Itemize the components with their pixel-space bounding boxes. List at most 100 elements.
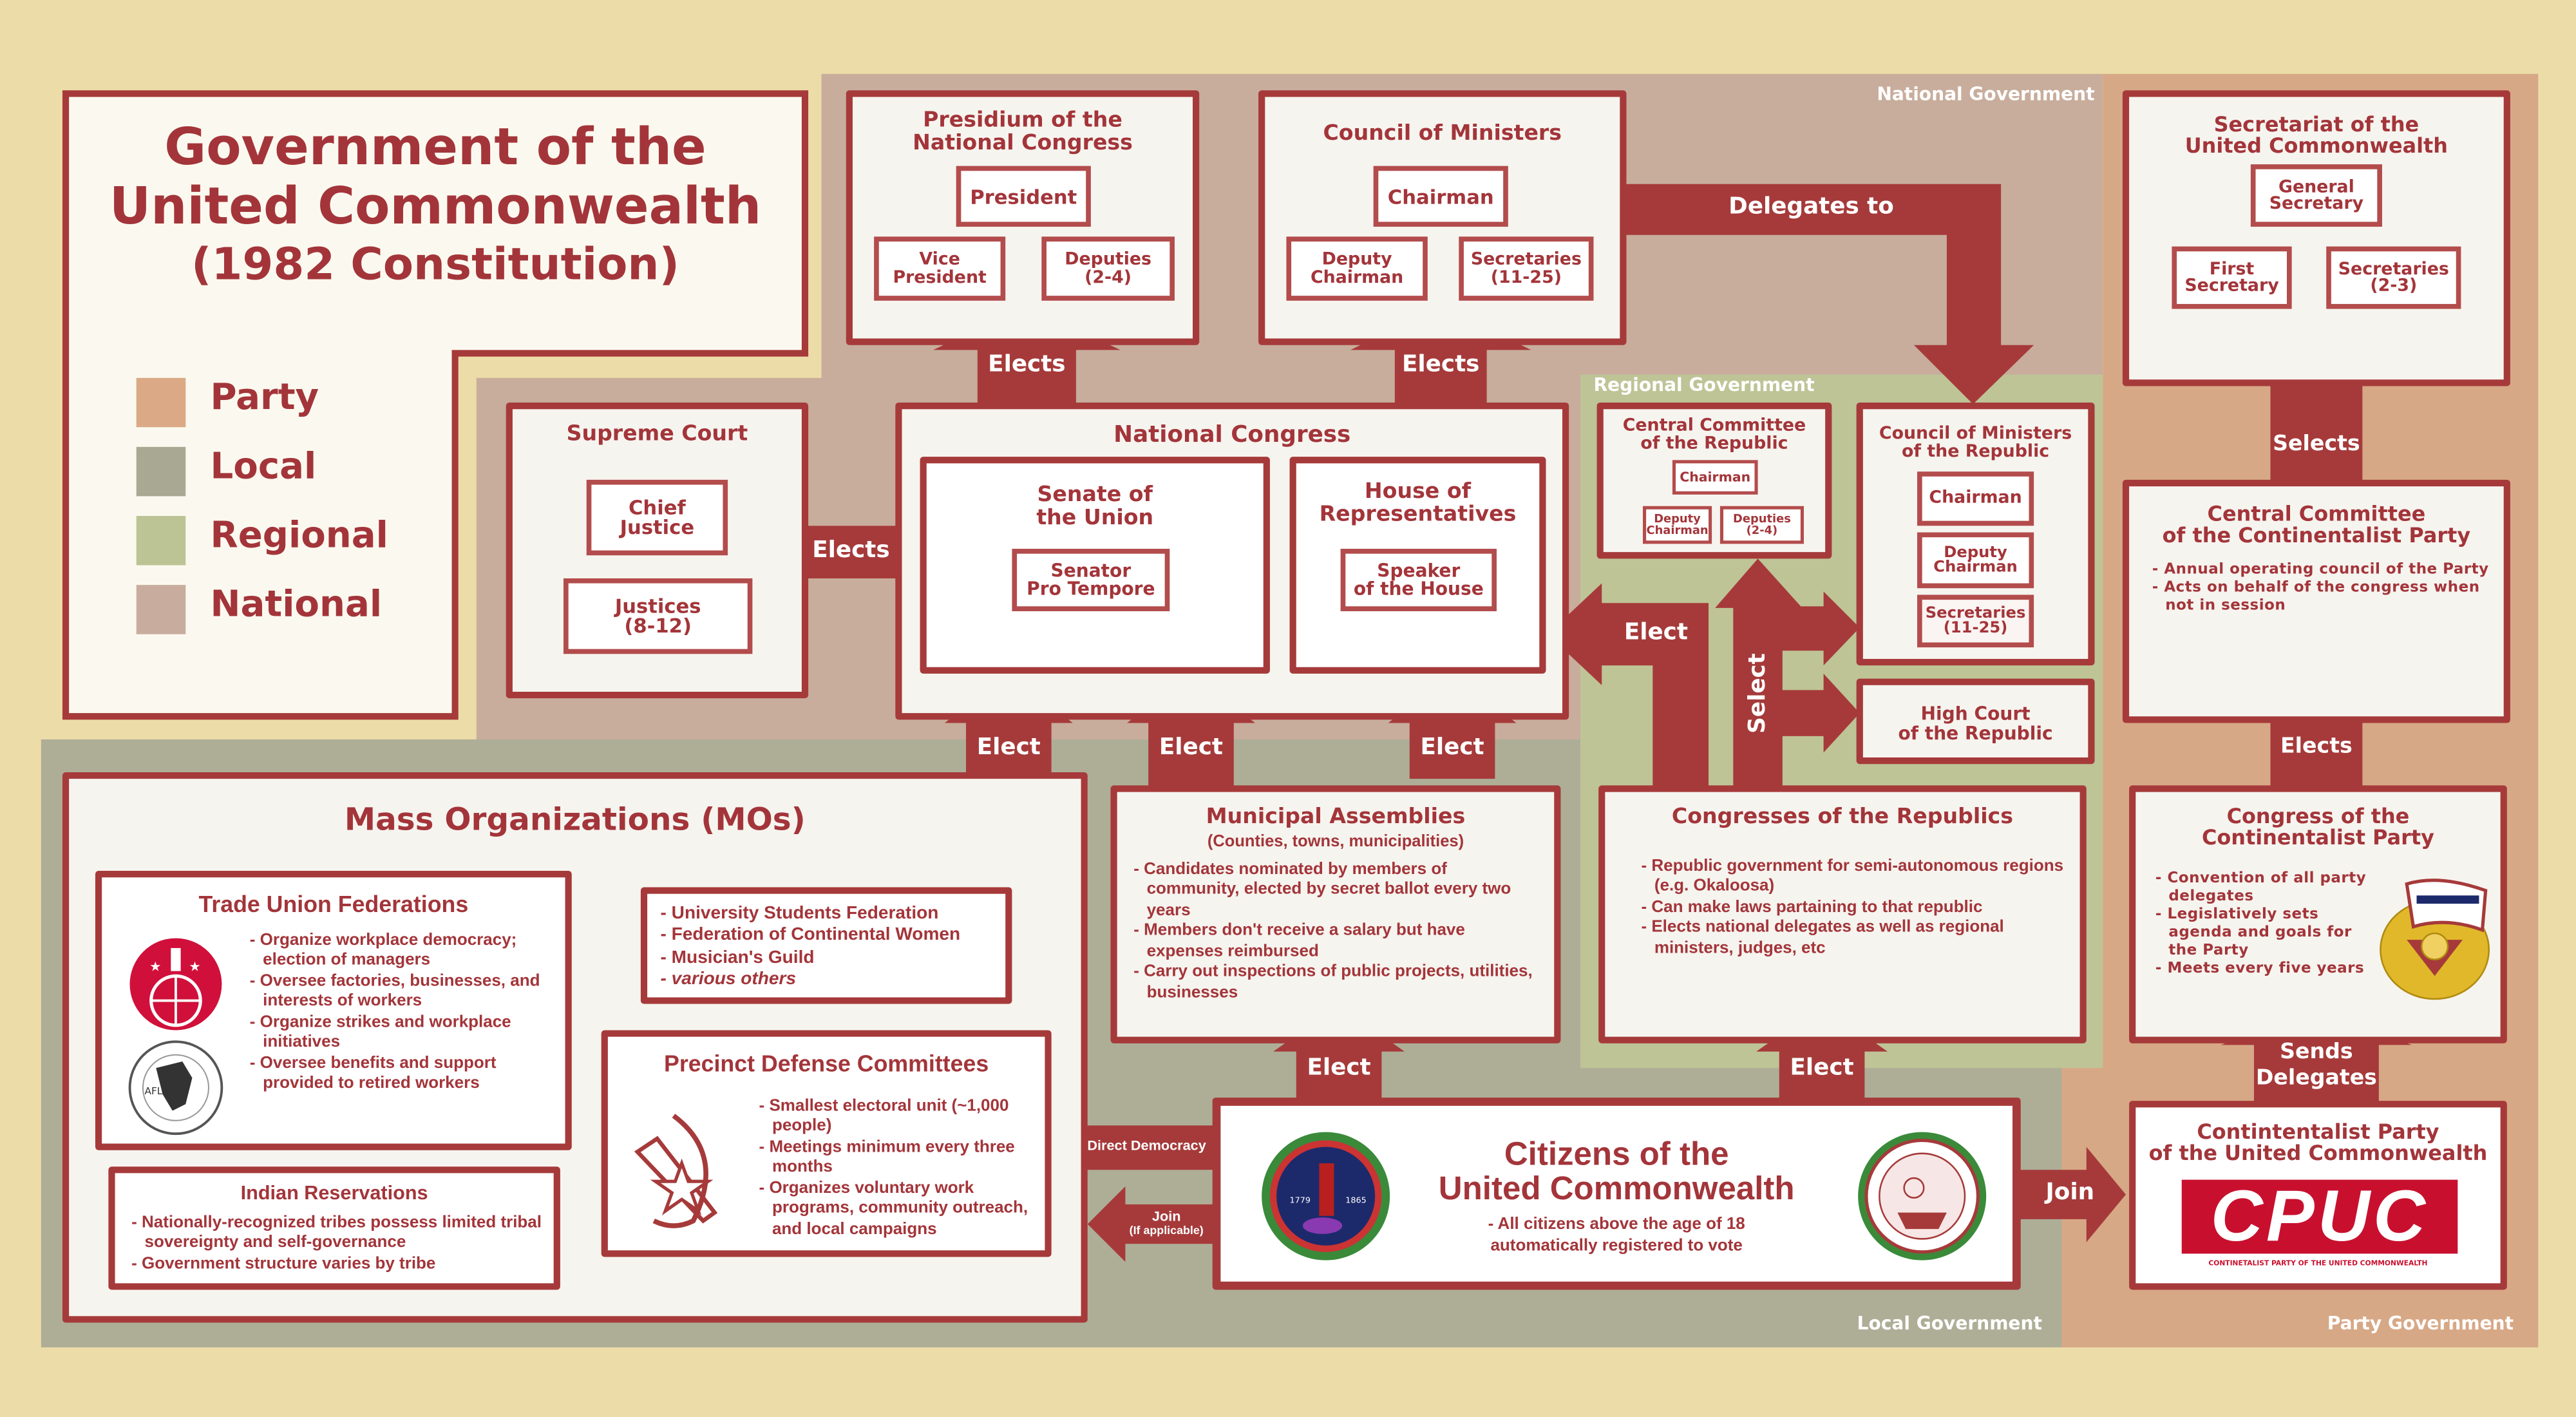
deputies-box: Deputies(2-4) bbox=[1041, 236, 1175, 301]
arrow-label-elect: Elect bbox=[1159, 734, 1224, 761]
afl-cio-text: AFL-CIO bbox=[144, 1085, 183, 1097]
list-item: Organizes voluntary work programs, commu… bbox=[759, 1179, 1046, 1241]
arrow-label-join-if-applicable: Join(If applicable) bbox=[1129, 1207, 1204, 1237]
zone-label-regional: Regional Government bbox=[1593, 374, 1815, 396]
national-congress-title: National Congress bbox=[1113, 422, 1351, 449]
legend-swatch-regional bbox=[136, 516, 186, 566]
trade-union-box: Trade Union Federations ★★ AFL-CIO Organ… bbox=[95, 871, 572, 1150]
list-item: Convention of all party delegates bbox=[2155, 871, 2369, 907]
indian-reservations-title: Indian Reservations bbox=[240, 1181, 428, 1204]
party-congress-list: Convention of all party delegates Legisl… bbox=[2155, 871, 2369, 979]
secretaries-box: Secretaries(11-25) bbox=[1459, 236, 1594, 301]
arrow-label-elects: Elects bbox=[2280, 734, 2353, 759]
party-cc-list: Annual operating council of the Party Ac… bbox=[2152, 562, 2514, 616]
legend-label: Regional bbox=[210, 516, 388, 557]
hammer-sickle-star-icon bbox=[634, 1114, 718, 1228]
congresses-republics-box: Congresses of the Republics Republic gov… bbox=[1598, 785, 2087, 1043]
legend-label: Local bbox=[210, 446, 317, 488]
arrow-label-select: Select bbox=[1745, 653, 1771, 734]
list-item: Elects national delegates as well as reg… bbox=[1641, 919, 2068, 960]
congresses-title: Congresses of the Republics bbox=[1671, 804, 2013, 830]
justices-box: Justices(8-12) bbox=[563, 578, 753, 654]
chairman-box: Chairman bbox=[1672, 460, 1758, 495]
list-item: Oversee benefits and support provided to… bbox=[250, 1054, 570, 1095]
arrow-join-party bbox=[2017, 1146, 2126, 1242]
list-item: Candidates nominated by members of commu… bbox=[1133, 861, 1544, 922]
arrow-direct-democracy bbox=[1051, 1107, 1216, 1186]
arrow-label-join: Join bbox=[2045, 1179, 2095, 1206]
mass-organizations-title: Mass Organizations (MOs) bbox=[344, 801, 806, 839]
precinct-defense-box: Precinct Defense Committees Smallest ele… bbox=[601, 1030, 1052, 1257]
trade-union-list: Organize workplace democracy; election o… bbox=[250, 931, 570, 1095]
arrow-label-elects: Elects bbox=[988, 351, 1066, 378]
secretaries-box: Secretaries(2-3) bbox=[2326, 246, 2461, 309]
chairman-box: Chairman bbox=[1373, 166, 1508, 227]
other-mos-box: University Students Federation Federatio… bbox=[640, 887, 1014, 1004]
council-title: Council of Ministers bbox=[1323, 121, 1562, 147]
arrow-label-elect: Elect bbox=[976, 734, 1041, 761]
seal-year: 1779 bbox=[1290, 1195, 1311, 1205]
arrow-join-mos bbox=[1087, 1186, 1216, 1262]
legend-label: Party bbox=[210, 377, 319, 419]
list-item: Federation of Continental Women bbox=[661, 926, 1014, 947]
title-line: United Commonwealth bbox=[109, 177, 762, 237]
cpuc-logo-caption: CONTINETALIST PARTY OF THE UNITED COMMON… bbox=[2208, 1259, 2428, 1267]
list-item: Republic government for semi-autonomous … bbox=[1641, 858, 2068, 899]
cpuc-logo: CPUC bbox=[2181, 1179, 2458, 1253]
trade-union-title: Trade Union Federations bbox=[198, 890, 469, 917]
list-item: Organize strikes and workplace initiativ… bbox=[250, 1013, 570, 1054]
list-item: Legislatively sets agenda and goals for … bbox=[2155, 907, 2369, 961]
arrow-label-elects: Elects bbox=[1402, 351, 1480, 378]
deputies-box: Deputies(2-4) bbox=[1719, 506, 1804, 544]
party-emblem-icon bbox=[2380, 879, 2490, 1000]
list-item: Acts on behalf of the congress when not … bbox=[2152, 580, 2514, 616]
arrow-delegates-to bbox=[1623, 184, 2034, 404]
svg-text:★: ★ bbox=[189, 959, 200, 975]
arrow-label-direct-democracy: Direct Democracy bbox=[1087, 1137, 1206, 1154]
iww-logo-icon: ★★ bbox=[129, 938, 222, 1031]
indian-reservations-list: Nationally-recognized tribes possess lim… bbox=[131, 1214, 558, 1275]
president-box: President bbox=[956, 166, 1091, 227]
list-item: Can make laws partaining to that republi… bbox=[1641, 899, 2068, 919]
list-item: Smallest electoral unit (~1,000 people) bbox=[759, 1098, 1046, 1138]
arrow-label-delegates-to: Delegates to bbox=[1728, 194, 1894, 220]
svg-text:★: ★ bbox=[149, 959, 161, 975]
chairman-box: Chairman bbox=[1917, 471, 2034, 526]
list-item: Musician's Guild bbox=[661, 947, 1014, 969]
zone-label-national: National Government bbox=[1877, 84, 2095, 106]
page-title: Government of the United Commonwealth (1… bbox=[66, 119, 805, 296]
seal-year: 1865 bbox=[1345, 1195, 1366, 1205]
afl-cio-logo-icon: AFL-CIO bbox=[128, 1040, 223, 1136]
arrow-label-selects: Selects bbox=[2273, 432, 2360, 457]
commonwealth-seal-color-icon: 1779 1865 bbox=[1262, 1132, 1390, 1260]
arrow-label-elects: Elects bbox=[812, 537, 890, 564]
municipal-list: Candidates nominated by members of commu… bbox=[1133, 861, 1544, 1004]
citizens-description: - All citizens above the age of 18 autom… bbox=[1488, 1215, 1745, 1256]
